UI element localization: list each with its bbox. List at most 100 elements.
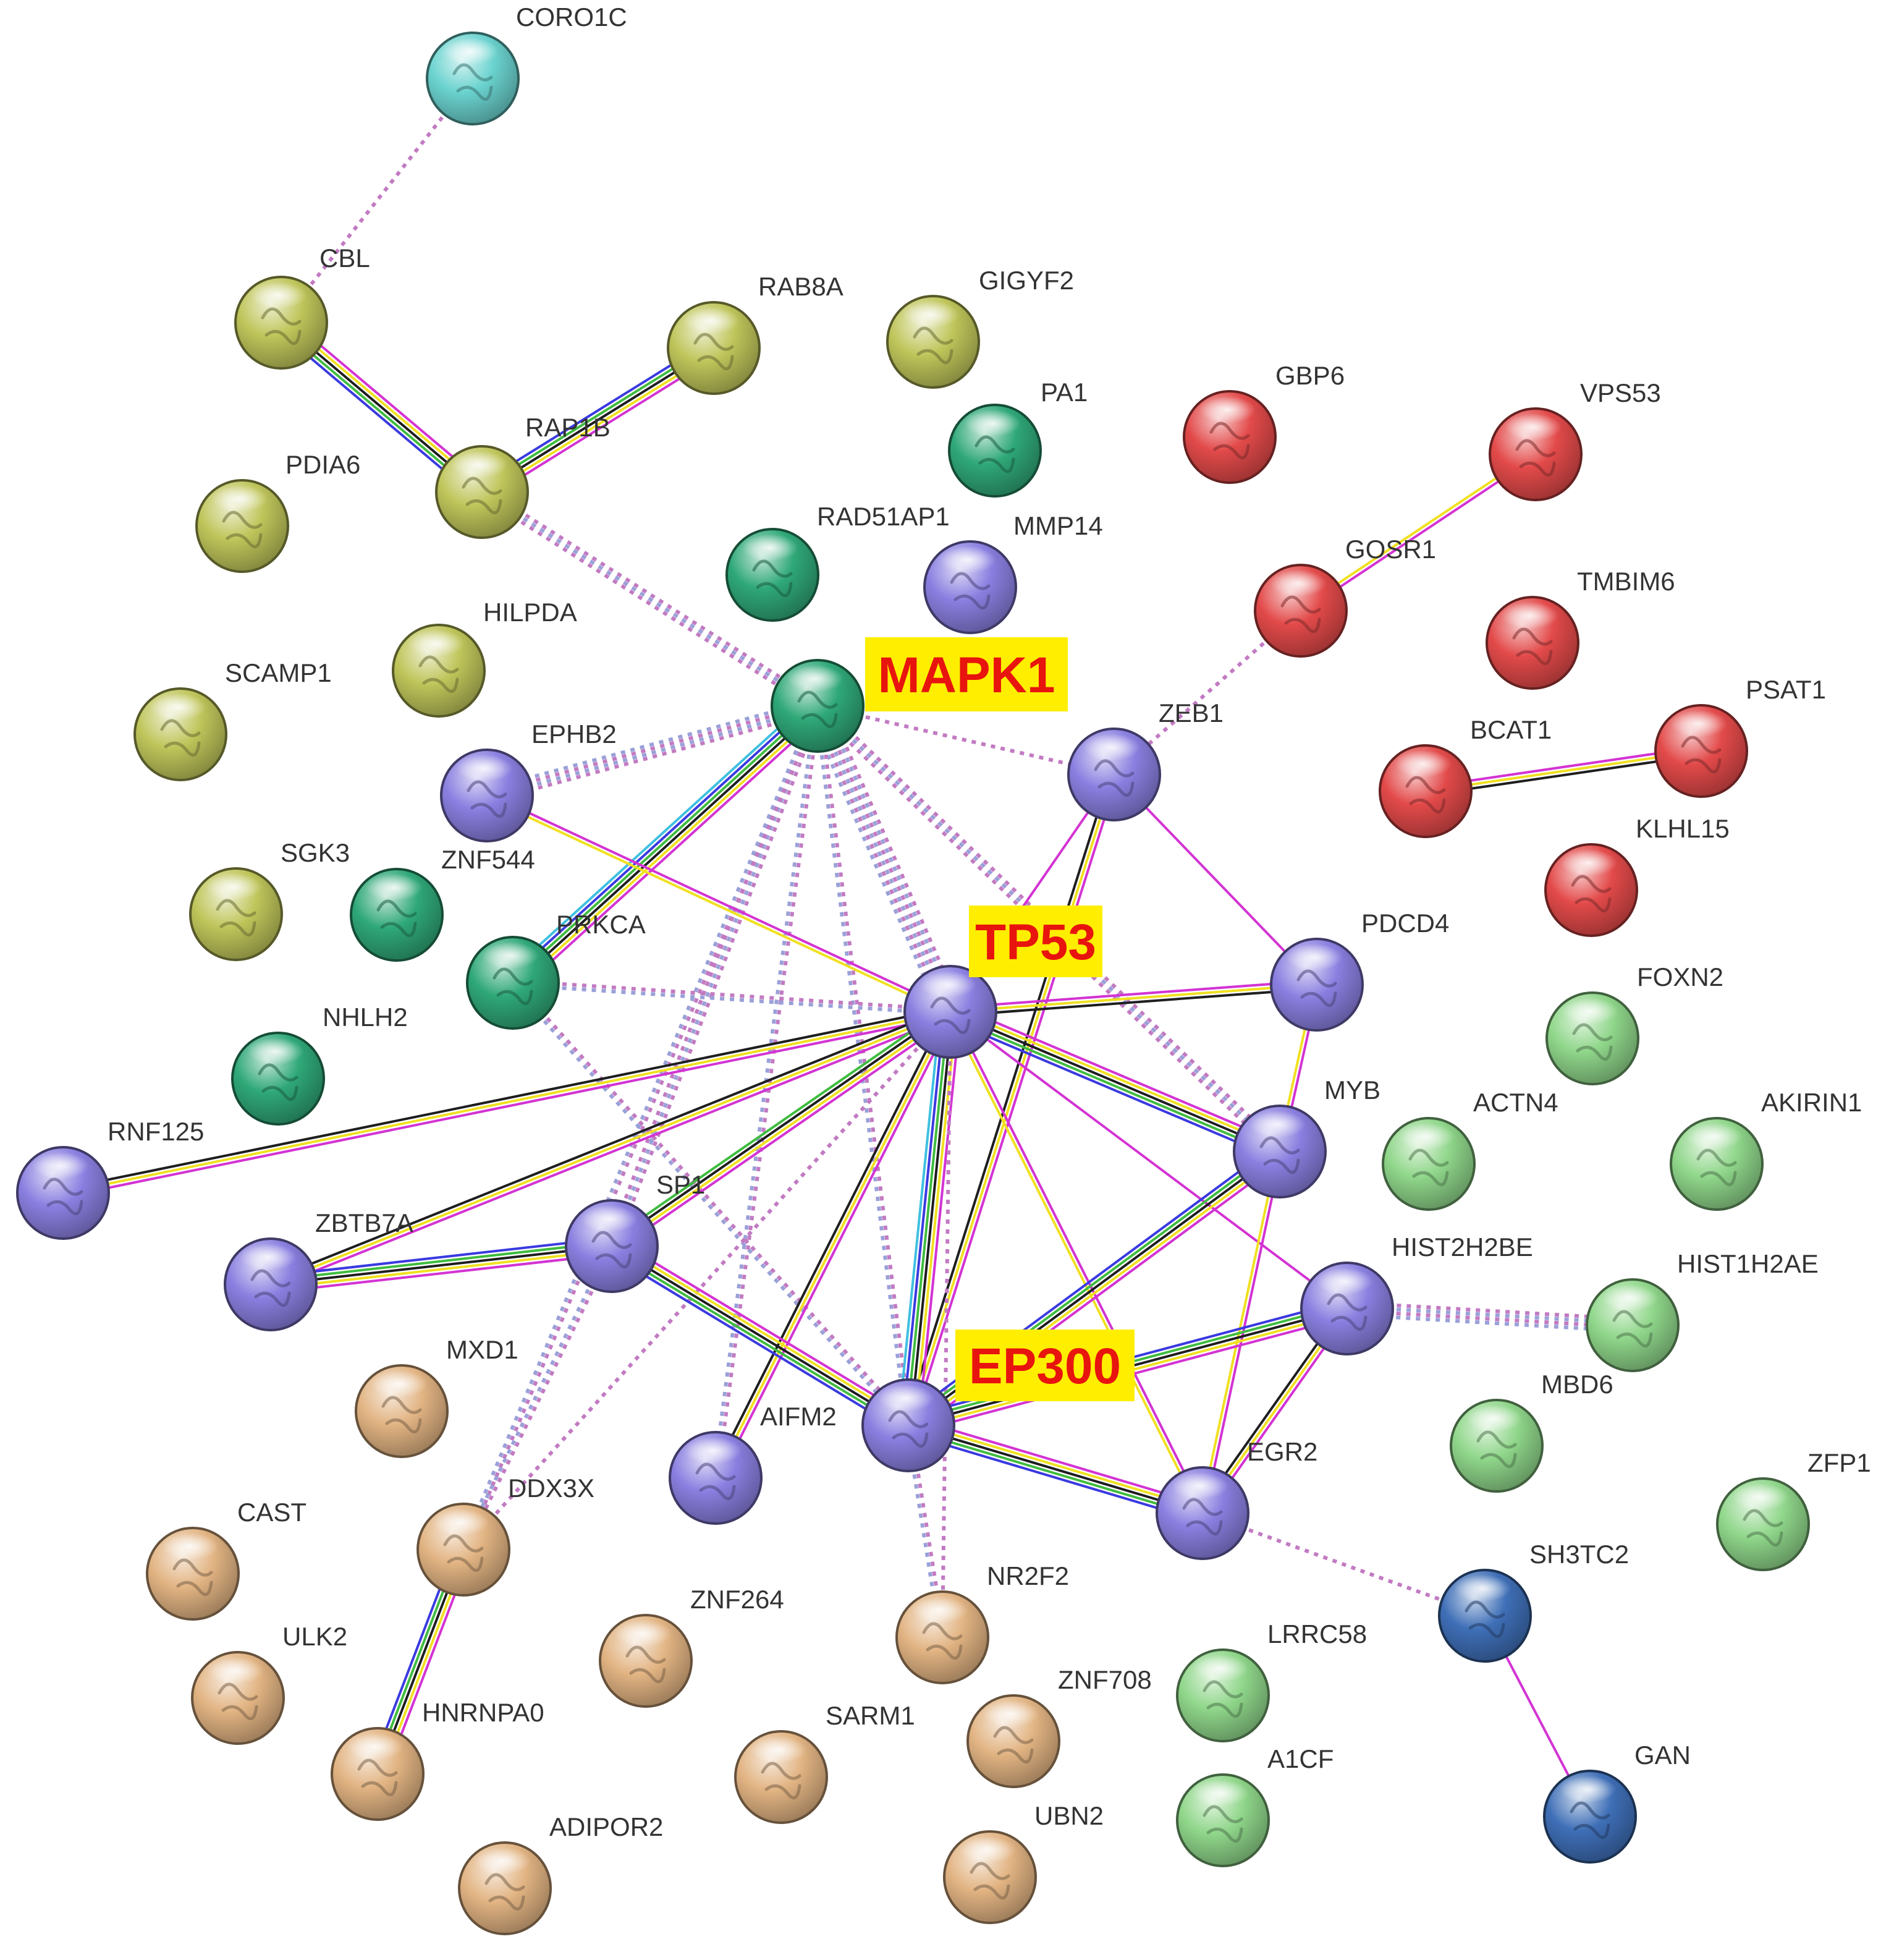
node-label: ZBTB7A [315, 1208, 413, 1237]
node-mbd6[interactable]: MBD6 [1450, 1370, 1613, 1493]
node-zfp1[interactable]: ZFP1 [1716, 1448, 1871, 1571]
structure-glyph-icon [250, 1269, 291, 1307]
node-sh3tc2[interactable]: SH3TC2 [1438, 1540, 1629, 1663]
node-gosr1[interactable]: GOSR1 [1254, 535, 1436, 658]
node-psat1[interactable]: PSAT1 [1654, 675, 1826, 798]
node-foxn2[interactable]: FOXN2 [1545, 962, 1723, 1085]
edge-line [950, 983, 1317, 1013]
node-cbl[interactable]: CBL [234, 244, 370, 370]
node-aifm2[interactable]: AIFM2 [669, 1402, 837, 1525]
node-gloss [1398, 1123, 1455, 1150]
node-bcat1[interactable]: BCAT1 [1379, 715, 1552, 838]
node-rad51ap1[interactable]: RAD51AP1 [725, 502, 950, 622]
edge-tp53-zbtb7a [268, 1007, 953, 1289]
node-prkca[interactable]: PRKCA [466, 910, 646, 1030]
node-cast[interactable]: CAST [146, 1498, 307, 1621]
structure-glyph-icon [913, 326, 953, 365]
node-znf264[interactable]: ZNF264 [599, 1585, 784, 1708]
node-ubn2[interactable]: UBN2 [943, 1801, 1104, 1924]
node-zbtb7a[interactable]: ZBTB7A [224, 1208, 413, 1331]
node-label: BCAT1 [1470, 715, 1552, 744]
node-ulk2[interactable]: ULK2 [191, 1622, 347, 1745]
node-sp1[interactable]: SP1 [565, 1170, 705, 1293]
node-pdcd4[interactable]: PDCD4 [1270, 909, 1449, 1032]
edge-line [711, 1009, 948, 1477]
node-hilpda[interactable]: HILPDA [392, 598, 577, 718]
node-znf708[interactable]: ZNF708 [966, 1665, 1152, 1788]
node-mapk1[interactable] [771, 659, 865, 753]
node-nr2f2[interactable]: NR2F2 [895, 1561, 1069, 1684]
structure-glyph-icon [950, 572, 991, 610]
node-hnrnpa0[interactable]: HNRNPA0 [331, 1698, 544, 1821]
node-ephb2[interactable]: EPHB2 [440, 719, 617, 842]
node-label: HIST1H2AE [1677, 1249, 1819, 1278]
node-coro1c[interactable]: CORO1C [426, 2, 627, 125]
edge-line [513, 980, 911, 1425]
node-pdia6[interactable]: PDIA6 [195, 450, 360, 573]
node-gbp6[interactable]: GBP6 [1183, 361, 1345, 484]
edge-line [1347, 1304, 1633, 1325]
node-hist2h2be[interactable]: HIST2H2BE [1300, 1232, 1533, 1355]
node-vps53[interactable]: VPS53 [1489, 378, 1661, 501]
node-ep300[interactable] [861, 1378, 955, 1472]
node-pa1[interactable]: PA1 [948, 378, 1088, 498]
node-egr2[interactable]: EGR2 [1156, 1437, 1317, 1560]
node-adipor2[interactable]: ADIPOR2 [458, 1812, 663, 1935]
node-myb[interactable]: MYB [1233, 1075, 1380, 1198]
node-gloss [1192, 1655, 1249, 1682]
node-zeb1[interactable]: ZEB1 [1067, 698, 1224, 821]
node-gloss [911, 1597, 968, 1624]
node-label: PA1 [1041, 378, 1088, 407]
edge-line [818, 704, 954, 1012]
structure-glyph-icon [1743, 1509, 1783, 1547]
node-gigyf2[interactable]: GIGYF2 [886, 266, 1074, 389]
structure-glyph-icon [1280, 595, 1321, 634]
structure-glyph-icon [218, 1682, 258, 1721]
node-a1cf[interactable]: A1CF [1176, 1744, 1334, 1867]
edge-line [614, 706, 823, 1249]
node-gloss [347, 1733, 404, 1760]
node-scamp1[interactable]: SCAMP1 [133, 658, 332, 781]
node-actn4[interactable]: ACTN4 [1382, 1088, 1558, 1211]
edge-line [463, 1246, 615, 1551]
node-gloss [433, 1509, 489, 1536]
edge-line [268, 1007, 950, 1282]
node-lrrc58[interactable]: LRRC58 [1176, 1619, 1367, 1742]
node-klhl15[interactable]: KLHL15 [1544, 814, 1730, 937]
edge-line [907, 1428, 1202, 1519]
structure-glyph-icon [1259, 1136, 1300, 1174]
node-akirin1[interactable]: AKIRIN1 [1670, 1088, 1862, 1211]
node-mxd1[interactable]: MXD1 [355, 1335, 518, 1458]
node-znf544[interactable]: ZNF544 [350, 845, 535, 962]
node-gloss [451, 451, 508, 478]
edge-line [949, 1011, 1348, 1310]
node-hist1h2ae[interactable]: HIST1H2AE [1586, 1249, 1819, 1372]
edge-line [270, 1241, 612, 1282]
node-gloss [877, 1385, 934, 1412]
node-tmbim6[interactable]: TMBIM6 [1486, 567, 1675, 690]
edge-tp53-rnf125 [62, 1006, 952, 1198]
highlight-ep300: EP300 [955, 1330, 1135, 1401]
node-label: RAB8A [758, 272, 843, 301]
highlight-label: MAPK1 [877, 647, 1055, 703]
node-sgk3[interactable]: SGK3 [189, 838, 350, 961]
node-gloss [959, 1836, 1016, 1864]
node-gloss [150, 694, 206, 721]
node-gan[interactable]: GAN [1543, 1741, 1691, 1864]
edge-mapk1-sp1 [606, 703, 823, 1249]
node-gloss [685, 1437, 742, 1464]
node-rap1b[interactable]: RAP1B [435, 413, 611, 539]
node-gloss [1192, 1780, 1249, 1807]
edge-line [716, 706, 822, 1478]
node-tp53[interactable] [903, 965, 997, 1059]
node-mmp14[interactable]: MMP14 [923, 511, 1103, 634]
node-rab8a[interactable]: RAB8A [667, 272, 843, 395]
edge-line [917, 1012, 962, 1427]
node-rnf125[interactable]: RNF125 [16, 1117, 204, 1240]
node-ddx3x[interactable]: DDX3X [416, 1474, 594, 1597]
edge-line [612, 1012, 952, 1249]
node-gloss [162, 1533, 219, 1560]
node-sarm1[interactable]: SARM1 [734, 1701, 915, 1824]
node-nhlh2[interactable]: NHLH2 [231, 1003, 408, 1126]
